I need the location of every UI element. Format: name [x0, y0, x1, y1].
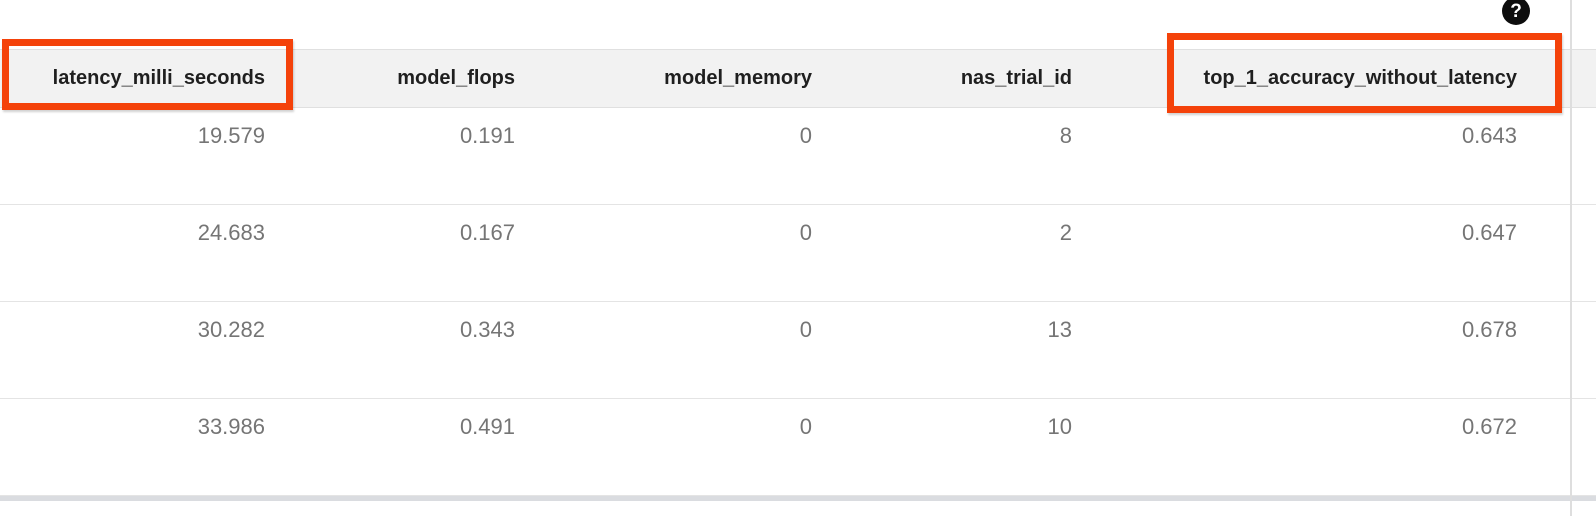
column-header-model-memory: model_memory	[664, 67, 812, 89]
cell-latency_milli_seconds: 33.986	[197, 414, 265, 439]
table-right-column-border	[1570, 0, 1572, 516]
cell-model_flops: 0.491	[459, 414, 515, 439]
help-icon[interactable]: ?	[1502, 0, 1530, 25]
cell-latency_milli_seconds: 24.683	[197, 220, 265, 245]
table-section-divider	[0, 496, 1596, 501]
table-header-row: latency_milli_seconds model_flops model_…	[0, 49, 1596, 108]
table-row: 30.282 0.343 0 13 0.678	[0, 302, 1596, 399]
trial-metrics-table: latency_milli_seconds model_flops model_…	[0, 49, 1596, 496]
column-header-nas-trial-id: nas_trial_id	[960, 67, 1072, 89]
cell-top_1_accuracy_without_latency: 0.647	[1461, 220, 1517, 245]
cell-top_1_accuracy_without_latency: 0.643	[1461, 123, 1517, 148]
column-header-model-flops: model_flops	[397, 67, 515, 89]
column-header-latency-milli-seconds: latency_milli_seconds	[52, 67, 265, 89]
cell-model_memory: 0	[799, 414, 812, 439]
cell-top_1_accuracy_without_latency: 0.678	[1461, 317, 1517, 342]
cell-model_flops: 0.167	[459, 220, 515, 245]
table-body: 19.579 0.191 0 8 0.643 24.683 0.167 0 2 0.647 30.2…	[0, 108, 1596, 496]
table-row: 24.683 0.167 0 2 0.647	[0, 205, 1596, 302]
highlight-box-latency-column	[2, 39, 293, 110]
cell-nas_trial_id: 10	[1047, 414, 1072, 439]
table-row: 33.986 0.491 0 10 0.672	[0, 399, 1596, 496]
cell-nas_trial_id: 2	[1059, 220, 1072, 245]
cell-latency_milli_seconds: 30.282	[197, 317, 265, 342]
cell-model_flops: 0.343	[459, 317, 515, 342]
column-header-top-1-accuracy-without-latency: top_1_accuracy_without_latency	[1203, 67, 1517, 89]
cell-model_memory: 0	[799, 317, 812, 342]
cell-latency_milli_seconds: 19.579	[197, 123, 265, 148]
cell-nas_trial_id: 8	[1059, 123, 1072, 148]
cell-top_1_accuracy_without_latency: 0.672	[1461, 414, 1517, 439]
cell-model_flops: 0.191	[459, 123, 515, 148]
highlight-box-accuracy-column	[1167, 33, 1562, 113]
cell-model_memory: 0	[799, 123, 812, 148]
cell-nas_trial_id: 13	[1047, 317, 1072, 342]
table-row: 19.579 0.191 0 8 0.643	[0, 108, 1596, 205]
cell-model_memory: 0	[799, 220, 812, 245]
help-icon-glyph: ?	[1510, 0, 1522, 22]
